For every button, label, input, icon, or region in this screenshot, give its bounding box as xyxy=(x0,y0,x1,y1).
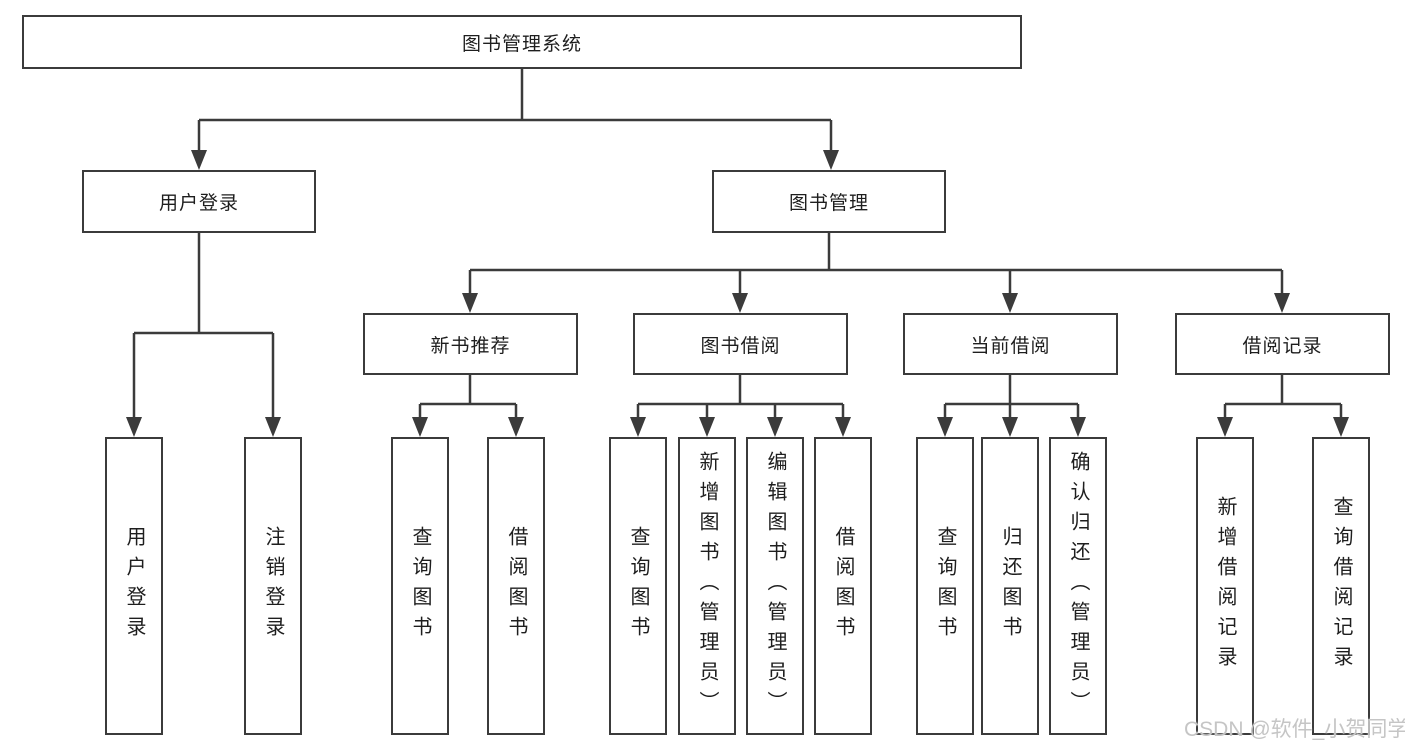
arrowhead xyxy=(1070,417,1086,437)
branch-new-book-recommend xyxy=(418,375,518,421)
arrowhead xyxy=(1002,417,1018,437)
leaf-query-books-recommend-label: 查询图书 xyxy=(409,526,431,646)
arrowhead xyxy=(823,150,839,170)
leaf-query-books-current-label: 查询图书 xyxy=(934,526,956,646)
arrowhead xyxy=(1333,417,1349,437)
arrowhead xyxy=(412,417,428,437)
arrowhead xyxy=(191,150,207,170)
node-user-login-label: 用户登录 xyxy=(158,193,239,214)
arrowhead xyxy=(508,417,524,437)
arrowhead xyxy=(462,293,478,313)
node-borrow-records-label: 借阅记录 xyxy=(1242,335,1323,357)
leaf-add-borrow-record: 新增借阅记录 xyxy=(1196,437,1254,735)
leaf-query-borrow-record-label: 查询借阅记录 xyxy=(1330,496,1352,676)
branch-book-management xyxy=(468,233,1284,297)
leaf-borrow-books-recommend-label: 借阅图书 xyxy=(505,526,527,646)
arrowhead xyxy=(1274,293,1290,313)
leaf-add-borrow-record-label: 新增借阅记录 xyxy=(1214,496,1236,676)
node-book-borrow: 图书借阅 xyxy=(633,313,848,375)
leaf-user-login: 用户登录 xyxy=(105,437,163,735)
leaf-query-books-borrow: 查询图书 xyxy=(609,437,667,735)
leaf-borrow-books: 借阅图书 xyxy=(814,437,872,735)
leaf-borrow-books-recommend: 借阅图书 xyxy=(487,437,545,735)
arrowhead xyxy=(937,417,953,437)
leaf-edit-book-admin: 编辑图书（管理员） xyxy=(746,437,804,735)
node-book-management: 图书管理 xyxy=(712,170,946,233)
arrowhead xyxy=(835,417,851,437)
arrowhead xyxy=(732,293,748,313)
arrowhead xyxy=(630,417,646,437)
arrowhead xyxy=(265,417,281,437)
leaf-query-books-recommend: 查询图书 xyxy=(391,437,449,735)
node-borrow-records: 借阅记录 xyxy=(1175,313,1390,375)
leaf-user-login-label: 用户登录 xyxy=(123,526,145,646)
leaf-add-book-admin-label: 新增图书（管理员） xyxy=(696,451,718,721)
arrowhead xyxy=(1217,417,1233,437)
node-book-management-label: 图书管理 xyxy=(788,193,869,214)
leaf-query-books-borrow-label: 查询图书 xyxy=(627,526,649,646)
node-root-label: 图书管理系统 xyxy=(461,33,582,55)
leaf-confirm-return-admin-label: 确认归还（管理员） xyxy=(1067,451,1089,721)
branch-borrow-records xyxy=(1223,375,1343,421)
branch-root xyxy=(197,69,833,154)
branch-current-borrow xyxy=(943,375,1080,421)
node-new-book-recommend: 新书推荐 xyxy=(363,313,578,375)
leaf-borrow-books-label: 借阅图书 xyxy=(832,526,854,646)
node-new-book-recommend-label: 新书推荐 xyxy=(430,335,511,357)
node-current-borrow-label: 当前借阅 xyxy=(970,335,1051,357)
arrowhead xyxy=(1002,293,1018,313)
csdn-watermark: CSDN @软件_小贺同学 xyxy=(1184,718,1405,741)
leaf-logout-label: 注销登录 xyxy=(262,526,284,646)
leaf-logout: 注销登录 xyxy=(244,437,302,735)
leaf-confirm-return-admin: 确认归还（管理员） xyxy=(1049,437,1107,735)
arrowhead xyxy=(767,417,783,437)
node-book-borrow-label: 图书借阅 xyxy=(700,335,781,357)
node-user-login: 用户登录 xyxy=(82,170,316,233)
node-root: 图书管理系统 xyxy=(22,15,1022,69)
leaf-query-borrow-record: 查询借阅记录 xyxy=(1312,437,1370,735)
leaf-return-books: 归还图书 xyxy=(981,437,1039,735)
node-current-borrow: 当前借阅 xyxy=(903,313,1118,375)
arrowhead xyxy=(126,417,142,437)
leaf-return-books-label: 归还图书 xyxy=(999,526,1021,646)
leaf-edit-book-admin-label: 编辑图书（管理员） xyxy=(764,451,786,721)
arrowhead xyxy=(699,417,715,437)
branch-book-borrow xyxy=(636,375,845,421)
leaf-add-book-admin: 新增图书（管理员） xyxy=(678,437,736,735)
leaf-query-books-current: 查询图书 xyxy=(916,437,974,735)
branch-user-login xyxy=(132,233,275,421)
